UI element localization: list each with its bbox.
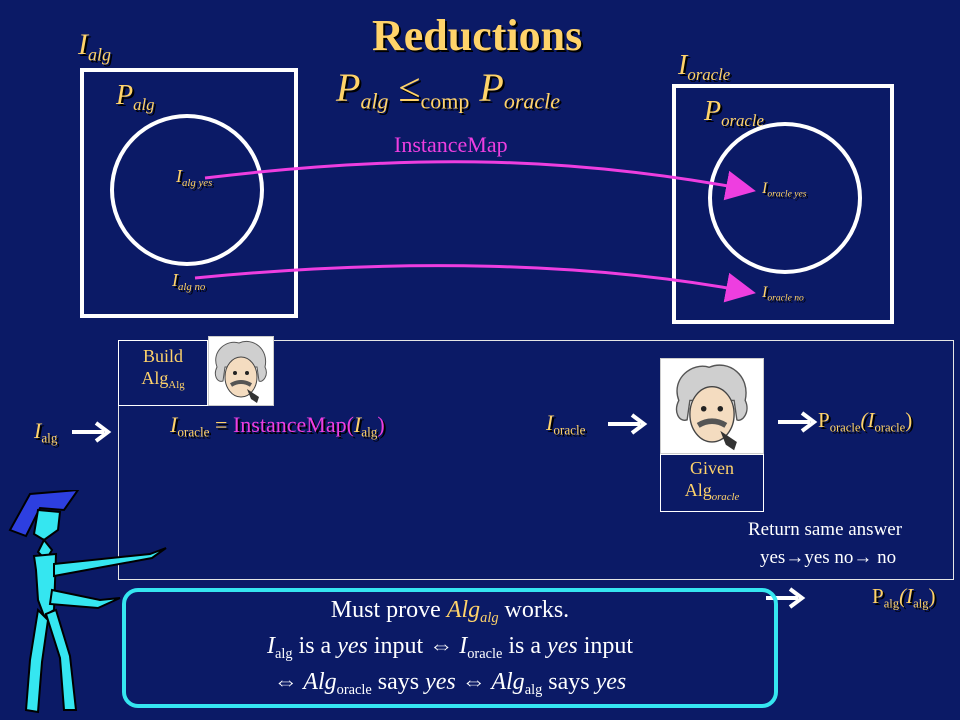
proof-callout: [122, 588, 778, 708]
einstein-portrait-oracle: [660, 358, 764, 454]
oracle-output-arrow-icon: [778, 411, 818, 433]
oracle-instance-set-label: Ioracle: [678, 50, 731, 84]
alg-instance-box: [80, 68, 298, 318]
p-alg-label: Palg: [116, 80, 155, 114]
reduction-relation: Palg ≤comp Poracle: [336, 65, 561, 114]
callout-line-2: Ialg is a yes input ⇔ Ioracle is a yes i…: [266, 633, 634, 663]
callout-text: Must prove Algalg works. Ialg is a yes i…: [122, 592, 778, 700]
arrow-icon: →: [785, 547, 805, 568]
given-alg-tag: Given Algoracle: [660, 454, 764, 512]
iff-arrow-icon: ⇔: [461, 669, 486, 695]
oracle-output-label: Poracle(Ioracle): [818, 408, 913, 435]
alg-instance-set-label: Ialg: [78, 28, 112, 65]
instance-map-equation: Ioracle = InstanceMap(Ialg): [170, 412, 385, 440]
return-answer-text: Return same answer yes→yes no→ no: [748, 519, 903, 568]
final-output-label: Palg(Ialg): [872, 584, 936, 611]
algorithm-panel: [118, 340, 954, 580]
alg-yes-instance: Ialg yes: [176, 166, 213, 189]
arrow-icon: →: [853, 547, 873, 568]
einstein-portrait-build: [208, 336, 274, 406]
page-title: Reductions: [372, 11, 583, 60]
iff-arrow-icon: ⇔: [273, 669, 298, 695]
alg-no-instance: Ialg no: [172, 270, 206, 293]
oracle-no-instance: Ioracle no: [762, 284, 804, 304]
p-oracle-circle: [708, 122, 862, 274]
input-arrow-icon: [72, 421, 112, 443]
alg-input-label: Ialg: [34, 418, 58, 446]
instance-map-label: InstanceMap: [394, 132, 508, 157]
build-alg-tag: Build AlgAlg: [118, 340, 208, 406]
oracle-yes-instance: Ioracle yes: [762, 180, 807, 200]
oracle-input-label: Ioracle: [546, 410, 586, 438]
no-map-arrow: [194, 264, 756, 303]
oracle-input-arrow-icon: [608, 413, 648, 435]
oracle-instance-box: [672, 84, 894, 324]
callout-line-3: ⇔ Algoracle says yes ⇔ Algalg says yes: [273, 669, 627, 699]
yes-map-arrow: [204, 160, 756, 201]
p-oracle-label: Poracle: [704, 96, 764, 130]
p-alg-circle: [110, 114, 264, 266]
pointing-figure: [8, 490, 167, 714]
callout-line-1: Must prove Algalg works.: [330, 597, 570, 627]
iff-arrow-icon: ⇔: [429, 633, 454, 659]
